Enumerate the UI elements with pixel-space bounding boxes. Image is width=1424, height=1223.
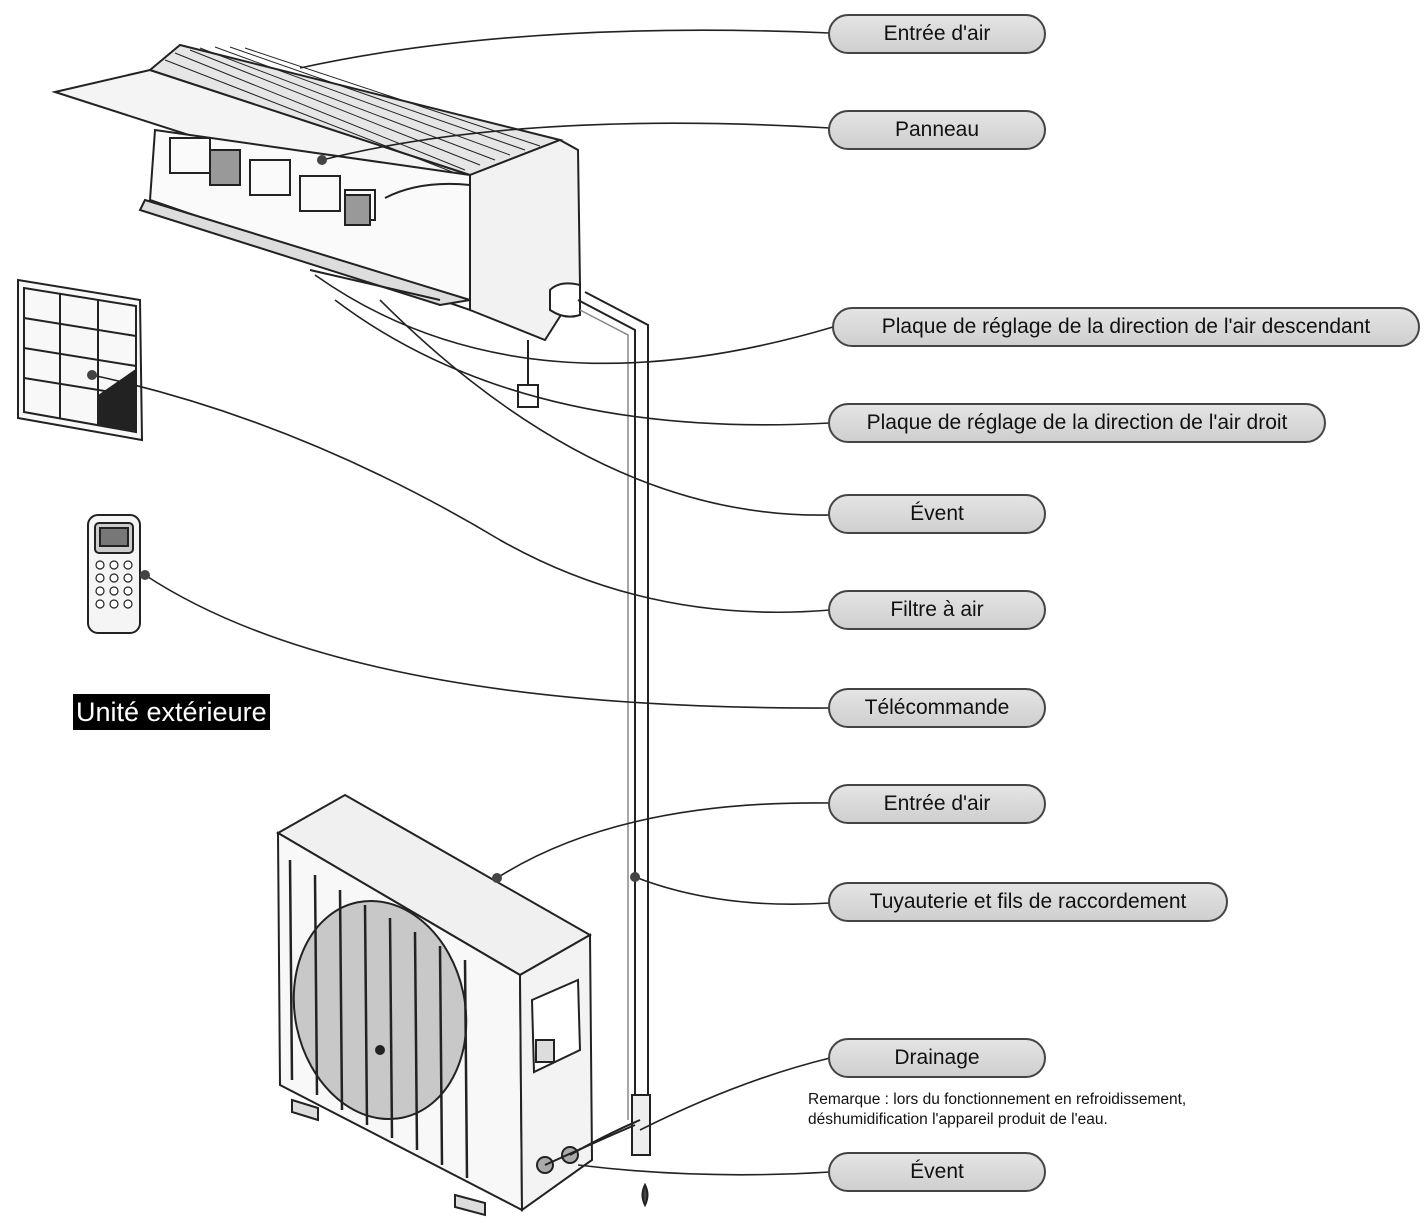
callout-indoor-air-inlet: Entrée d'air [828, 14, 1046, 54]
callout-air-filter: Filtre à air [828, 590, 1046, 630]
outdoor-unit [275, 793, 641, 1217]
callout-label: Tuyauterie et fils de raccordement [869, 890, 1187, 913]
callout-label: Télécommande [864, 696, 1010, 719]
connecting-pipe [577, 291, 651, 1208]
outdoor-unit-title: Unité extérieure [73, 694, 270, 730]
callout-label: Entrée d'air [883, 792, 991, 815]
callout-label: Évent [910, 502, 964, 525]
callout-panel: Panneau [828, 110, 1046, 150]
callout-drainage: Drainage [828, 1038, 1046, 1078]
drainage-note: Remarque : lors du fonctionnement en ref… [808, 1091, 1187, 1128]
callout-horizontal-louver: Plaque de réglage de la direction de l'a… [828, 403, 1326, 443]
air-filter-part [17, 278, 144, 442]
callout-label: Entrée d'air [883, 22, 991, 45]
remote-control-part [87, 514, 141, 634]
callout-vertical-louver: Plaque de réglage de la direction de l'a… [832, 307, 1420, 347]
indoor-unit [51, 43, 582, 408]
callout-label: Filtre à air [890, 598, 984, 621]
callout-label: Plaque de réglage de la direction de l'a… [866, 411, 1288, 434]
callout-indoor-vent: Évent [828, 494, 1046, 534]
callout-outdoor-vent: Évent [828, 1152, 1046, 1192]
callout-remote: Télécommande [828, 688, 1046, 728]
callout-label: Panneau [894, 118, 980, 141]
callout-label: Drainage [894, 1046, 980, 1069]
callout-piping: Tuyauterie et fils de raccordement [828, 882, 1228, 922]
callout-outdoor-air-inlet: Entrée d'air [828, 784, 1046, 824]
callout-label: Plaque de réglage de la direction de l'a… [881, 315, 1371, 338]
leader-lines [91, 29, 834, 1176]
callout-label: Évent [910, 1160, 964, 1183]
